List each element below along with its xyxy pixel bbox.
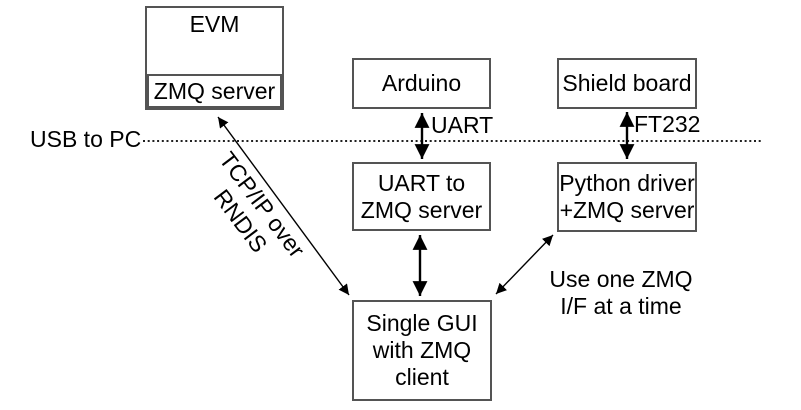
uart-to-zmq-server-label: UART to ZMQ server <box>360 169 483 223</box>
usb-to-pc-label: USB to PC <box>30 126 142 152</box>
ft232-label: FT232 <box>634 111 701 137</box>
shield-board-box: Shield board <box>557 58 697 109</box>
python-driver-box: Python driver +ZMQ server <box>557 162 697 232</box>
zmq-server-label: ZMQ server <box>153 77 276 104</box>
single-gui-label: Single GUI with ZMQ client <box>366 310 478 390</box>
arduino-label: Arduino <box>381 70 462 96</box>
evm-label: EVM <box>189 11 240 37</box>
python-driver-label: Python driver +ZMQ server <box>559 170 695 223</box>
zmq-server-box: ZMQ server <box>147 74 282 108</box>
uart-to-zmq-server-box: UART to ZMQ server <box>352 162 491 231</box>
tcpip-rndis-arrow <box>217 116 350 296</box>
one-zmq-interface-note: Use one ZMQ I/F at a time <box>549 266 693 319</box>
single-gui-box: Single GUI with ZMQ client <box>352 300 492 401</box>
shield-board-label: Shield board <box>562 70 692 96</box>
arduino-box: Arduino <box>352 58 491 109</box>
gui-python-arrow <box>495 234 554 295</box>
uart-label: UART <box>431 112 494 138</box>
